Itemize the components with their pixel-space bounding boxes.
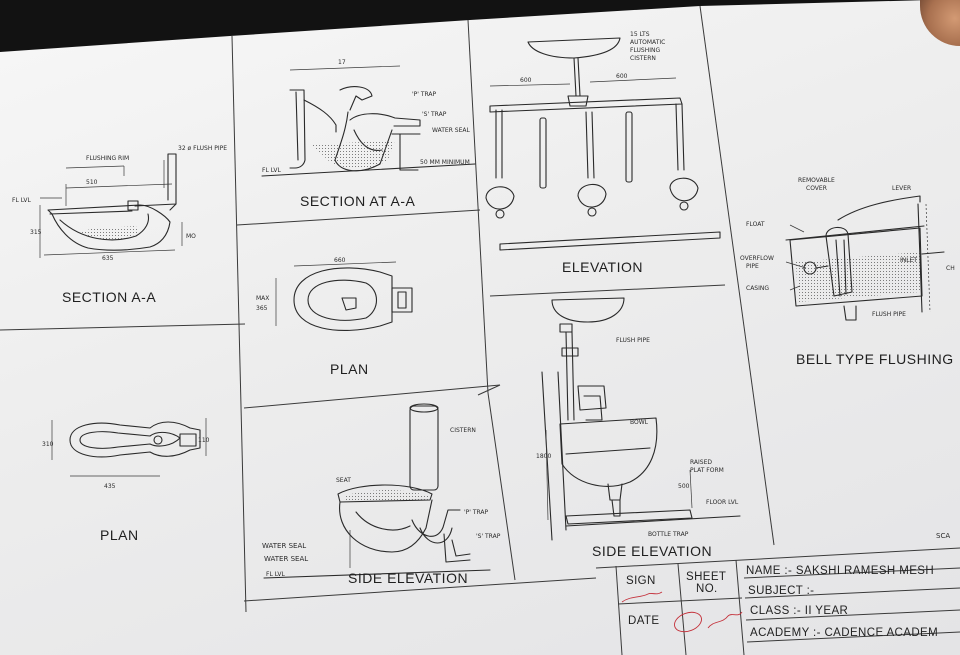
dim-500: 500 xyxy=(678,483,690,490)
cistern-note-3: FLUSHING xyxy=(630,47,660,54)
bottle-trap-label: BOTTLE TRAP xyxy=(648,531,689,538)
title-block xyxy=(615,559,960,655)
elevation-dim-b: 600 xyxy=(616,73,628,80)
sign-label: SIGN xyxy=(626,575,656,587)
water-seal-2-label: WATER SEAL xyxy=(264,555,308,563)
side-s-trap-label: 'S' TRAP xyxy=(476,533,501,540)
side-p-trap-label: 'P' TRAP xyxy=(464,509,489,516)
water-seal-label: WATER SEAL xyxy=(432,127,470,134)
overflow-label-2: PIPE xyxy=(746,263,759,270)
inlet-label: INLET xyxy=(900,257,917,264)
bowl-label: BOWL xyxy=(630,419,649,426)
plan-left-dim-110: 110 xyxy=(198,437,210,444)
elevation-title: ELEVATION xyxy=(562,259,643,275)
section-aa-drawing xyxy=(39,153,183,258)
red-signature-marks xyxy=(621,591,743,633)
floor-lvl-label: FLOOR LVL xyxy=(706,499,739,506)
raised-label-1: RAISED xyxy=(690,459,712,466)
fl-lvl-label: FL LVL xyxy=(12,197,31,204)
plan-mid-dim-365: 365 xyxy=(256,305,268,312)
lever-label: LEVER xyxy=(892,185,911,192)
dim-mo: MO xyxy=(186,233,196,240)
cistern-label: CISTERN xyxy=(450,427,476,434)
cistern-note-2: AUTOMATIC xyxy=(630,39,665,46)
plan-mid-dim-660: 660 xyxy=(334,257,346,264)
seat-label: SEAT xyxy=(336,477,351,484)
scale-label: SCA xyxy=(936,532,950,540)
plan-mid-dim-max: MAX xyxy=(256,295,269,302)
water-seal-1-label: WATER SEAL xyxy=(262,542,306,550)
elevation-drawing xyxy=(485,37,721,251)
side-elev-right-drawing xyxy=(541,297,741,541)
bell-title: BELL TYPE FLUSHING xyxy=(796,351,954,367)
academy-field: ACADEMY :- CADENCE ACADEM xyxy=(750,627,938,639)
bell-flush-pipe-label: FLUSH PIPE xyxy=(872,311,906,318)
plan-mid-drawing xyxy=(275,261,413,331)
side-elev-right-title: SIDE ELEVATION xyxy=(592,543,712,559)
flush-pipe-label: 32 ø FLUSH PIPE xyxy=(178,145,227,152)
fl-lvl-mid-label: FL LVL xyxy=(262,167,281,174)
sheet-no-label: NO. xyxy=(696,583,718,595)
dim-315: 315 xyxy=(30,229,42,236)
side-elev-left-drawing xyxy=(263,403,491,579)
p-trap-label: 'P' TRAP xyxy=(412,91,437,98)
plan-left-title: PLAN xyxy=(100,527,139,543)
flushing-rim-label: FLUSHING RIM xyxy=(86,155,129,162)
section-at-aa-title: SECTION AT A-A xyxy=(300,193,416,209)
panel-grid xyxy=(0,5,960,613)
sheet-label: SHEET xyxy=(686,571,726,583)
chain-label: CH xyxy=(946,265,955,272)
section-aa-title: SECTION A-A xyxy=(62,289,156,305)
raised-label-2: PLAT FORM xyxy=(690,467,724,474)
minimum-label: 50 MM MINIMUM xyxy=(420,159,470,166)
plan-left-dim-435: 435 xyxy=(104,483,116,490)
dim-635: 635 xyxy=(102,255,114,262)
dim-510: 510 xyxy=(86,179,98,186)
bell-type-flushing-drawing xyxy=(785,195,945,321)
side-flush-pipe-label: FLUSH PIPE xyxy=(616,337,650,344)
section-at-aa-drawing xyxy=(261,65,476,177)
section-at-aa-dim: 17 xyxy=(338,59,346,66)
subject-field: SUBJECT :- xyxy=(748,585,814,597)
side-fl-lvl-label: FL LVL xyxy=(266,571,285,578)
float-label: FLOAT xyxy=(746,221,765,228)
overflow-label-1: OVERFLOW xyxy=(740,255,774,262)
s-trap-label: 'S' TRAP xyxy=(422,111,447,118)
name-field: NAME :- SAKSHI RAMESH MESH xyxy=(746,565,934,577)
removable-label-1: REMOVABLE xyxy=(798,177,835,184)
elevation-dim-a: 600 xyxy=(520,77,532,84)
plan-left-drawing xyxy=(51,418,207,477)
removable-label-2: COVER xyxy=(806,185,827,192)
cistern-note-1: 15 LTS xyxy=(630,31,650,38)
casing-label: CASING xyxy=(746,285,769,292)
plan-mid-title: PLAN xyxy=(330,361,369,377)
dim-1800: 1800 xyxy=(536,453,551,460)
class-field: CLASS :- II YEAR xyxy=(750,605,848,617)
side-elev-left-title: SIDE ELEVATION xyxy=(348,570,468,586)
cistern-note-4: CISTERN xyxy=(630,55,656,62)
plan-left-dim-310: 310 xyxy=(42,441,54,448)
date-label: DATE xyxy=(628,615,659,627)
